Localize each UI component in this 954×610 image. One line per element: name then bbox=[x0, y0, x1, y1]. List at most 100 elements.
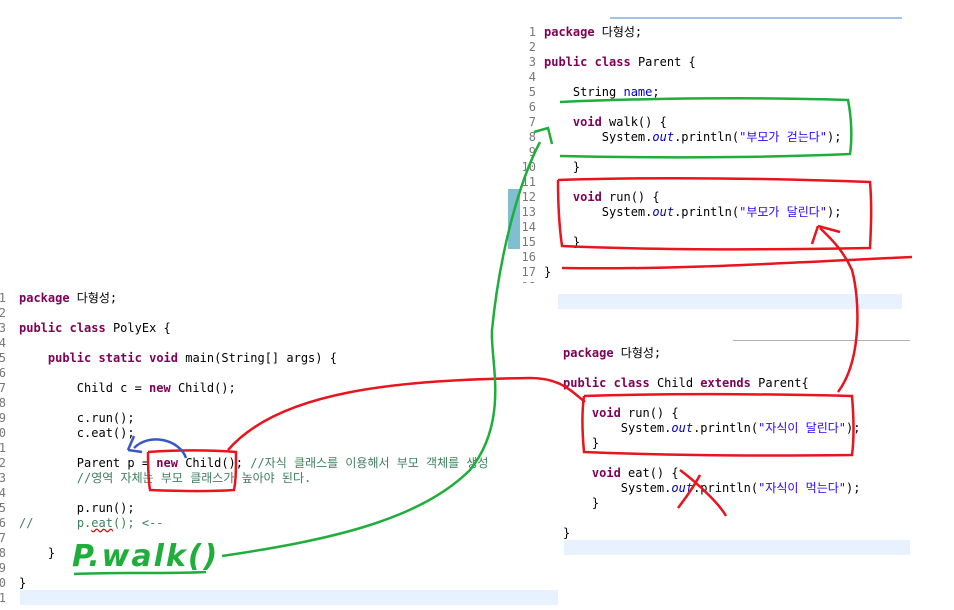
code-line[interactable]: 6 bbox=[0, 366, 558, 381]
code-token: "자식이 달린다" bbox=[758, 421, 847, 435]
code-token bbox=[544, 190, 573, 204]
code-line[interactable]: 4 bbox=[528, 391, 910, 406]
code-line[interactable]: 8 bbox=[0, 396, 558, 411]
code-text: //영역 자체는 부모 클래스가 높아야 된다. bbox=[19, 471, 311, 486]
code-line[interactable]: 11 bbox=[0, 441, 558, 456]
code-line[interactable]: 19 bbox=[0, 561, 558, 576]
code-line[interactable]: 5 public static void main(String[] args)… bbox=[0, 351, 558, 366]
code-line[interactable]: 6 bbox=[508, 100, 908, 115]
code-token bbox=[19, 471, 77, 485]
code-line[interactable]: 21 bbox=[0, 591, 558, 606]
code-line[interactable]: 14 bbox=[0, 486, 558, 501]
code-line[interactable]: 15 } bbox=[508, 235, 908, 250]
code-line[interactable]: 2 bbox=[528, 361, 910, 376]
code-line[interactable]: 5 String name; bbox=[508, 85, 908, 100]
code-line[interactable]: 13 //영역 자체는 부모 클래스가 높아야 된다. bbox=[0, 471, 558, 486]
code-line[interactable]: 16 bbox=[508, 250, 908, 265]
code-line[interactable]: 17 bbox=[0, 531, 558, 546]
line-number: 3 bbox=[0, 321, 6, 335]
code-token: } bbox=[563, 496, 600, 510]
code-token: package bbox=[544, 25, 595, 39]
code-token: ); bbox=[846, 481, 861, 495]
line-number: 1 bbox=[528, 25, 536, 39]
code-text: } bbox=[19, 576, 26, 591]
line-number: 8 bbox=[0, 396, 6, 410]
code-line[interactable]: 4 bbox=[508, 70, 908, 85]
code-line[interactable]: 10 } bbox=[508, 160, 908, 175]
code-text: System.out.println("부모가 달린다"); bbox=[544, 205, 842, 220]
code-line[interactable]: 14 bbox=[508, 220, 908, 235]
code-token: c.run(); bbox=[19, 411, 135, 425]
code-line[interactable]: 19 bbox=[508, 295, 908, 310]
code-line[interactable]: 11 bbox=[508, 175, 908, 190]
code-line[interactable]: 5 void run() { bbox=[528, 406, 910, 421]
code-token: void bbox=[572, 190, 602, 204]
code-token bbox=[563, 466, 592, 480]
code-line[interactable]: 9 c.run(); bbox=[0, 411, 558, 426]
code-text: Child c = new Child(); bbox=[19, 381, 236, 396]
code-token: System. bbox=[544, 130, 653, 144]
code-token: Child(); bbox=[177, 456, 251, 470]
code-token: } bbox=[19, 576, 27, 590]
code-line[interactable]: 10 c.eat(); bbox=[0, 426, 558, 441]
code-token: public bbox=[19, 321, 63, 335]
code-token: eat bbox=[91, 516, 113, 530]
code-line[interactable]: 7 Child c = new Child(); bbox=[0, 381, 558, 396]
code-line[interactable]: 1 package 다형성; bbox=[508, 25, 908, 40]
code-line[interactable]: 7 void walk() { bbox=[508, 115, 908, 130]
code-token bbox=[62, 321, 69, 335]
code-line[interactable]: 8 System.out.println("부모가 걷는다"); bbox=[508, 130, 908, 145]
code-token: 다형성; bbox=[594, 25, 643, 39]
code-line[interactable]: 7 } bbox=[528, 436, 910, 451]
line-number: 1 bbox=[0, 291, 6, 305]
line-number: 13 bbox=[521, 205, 536, 219]
code-line[interactable]: 6 System.out.println("자식이 달린다"); bbox=[528, 421, 910, 436]
code-token: static bbox=[98, 351, 142, 365]
code-line[interactable]: 13 System.out.println("부모가 달린다"); bbox=[508, 205, 908, 220]
code-line[interactable]: 12 void run() { bbox=[508, 190, 908, 205]
code-text: } bbox=[19, 546, 55, 561]
code-line[interactable]: 11 } bbox=[528, 496, 910, 511]
code-line[interactable]: 20} bbox=[0, 576, 558, 591]
code-line[interactable]: 2 bbox=[508, 40, 908, 55]
code-token: .println( bbox=[674, 130, 740, 144]
code-line[interactable]: 18 bbox=[508, 280, 908, 295]
line-number: 13 bbox=[0, 471, 6, 485]
code-token: } bbox=[544, 160, 581, 174]
code-token bbox=[606, 376, 613, 390]
code-line[interactable]: 9 void eat() { bbox=[528, 466, 910, 481]
line-number: 15 bbox=[521, 235, 536, 249]
code-line[interactable]: 18 } bbox=[0, 546, 558, 561]
current-line-highlight bbox=[20, 590, 558, 605]
line-number: 17 bbox=[0, 531, 6, 545]
code-text: String name; bbox=[544, 85, 660, 100]
code-line[interactable]: 16// p.eat(); <-- bbox=[0, 516, 558, 531]
code-line[interactable]: 4 bbox=[0, 336, 558, 351]
code-line[interactable]: 17} bbox=[508, 265, 908, 280]
code-text: System.out.println("자식이 달린다"); bbox=[563, 421, 861, 436]
code-line[interactable]: 12 Parent p = new Child(); //자식 클래스를 이용해… bbox=[0, 456, 558, 471]
line-number: 2 bbox=[528, 40, 536, 54]
line-number: 7 bbox=[528, 115, 536, 129]
code-line[interactable]: 8 bbox=[528, 451, 910, 466]
code-token: Child bbox=[649, 376, 701, 390]
line-number: 15 bbox=[0, 501, 6, 515]
code-token: // bbox=[19, 516, 34, 530]
code-line[interactable]: 15 p.run(); bbox=[0, 501, 558, 516]
code-line[interactable]: 9 bbox=[508, 145, 908, 160]
line-number: 5 bbox=[528, 85, 536, 99]
code-line[interactable]: 14 bbox=[528, 541, 910, 556]
code-line[interactable]: 2 bbox=[0, 306, 558, 321]
code-token bbox=[587, 55, 594, 69]
line-number: 20 bbox=[0, 576, 6, 590]
code-line[interactable]: 13} bbox=[528, 526, 910, 541]
code-line[interactable]: 10 System.out.println("자식이 먹는다"); bbox=[528, 481, 910, 496]
code-line[interactable]: 12 bbox=[528, 511, 910, 526]
code-token: package bbox=[563, 346, 614, 360]
